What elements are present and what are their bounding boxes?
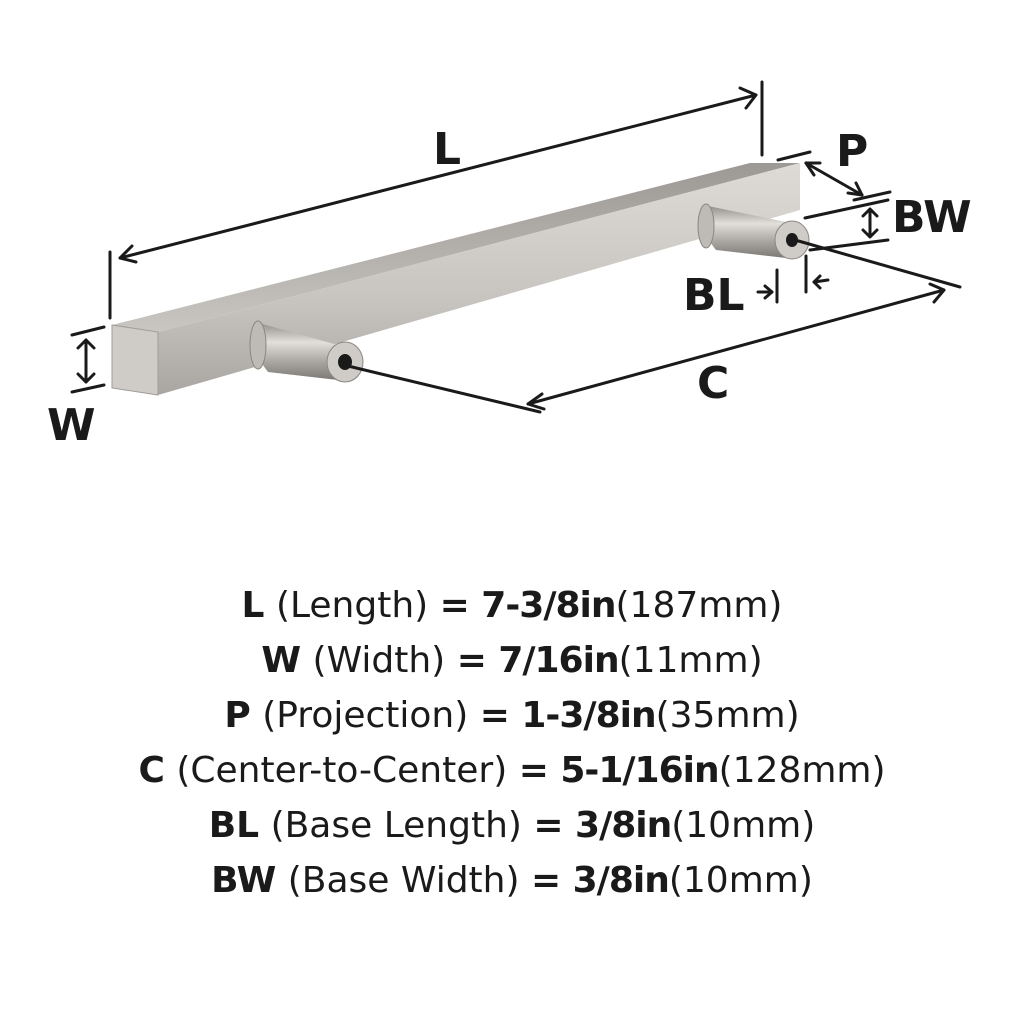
spec-base-width: BW (Base Width) = 3/8in(10mm)	[0, 853, 1024, 908]
spec-name: (Projection)	[262, 695, 469, 736]
specifications-list: L (Length) = 7-3/8in(187mm) W (Width) = …	[0, 578, 1024, 908]
spec-base-length: BL (Base Length) = 3/8in(10mm)	[0, 798, 1024, 853]
label-W: W	[47, 400, 96, 451]
bar-front-face	[158, 163, 800, 395]
spec-name: (Base Width)	[287, 860, 520, 901]
label-BW: BW	[892, 192, 972, 243]
spec-name: (Width)	[312, 640, 446, 681]
spec-mm-value: (187mm)	[615, 585, 783, 626]
handle-illustration	[70, 80, 962, 414]
spec-inch-value: 5-1/16in	[560, 750, 719, 791]
spec-projection: P (Projection) = 1-3/8in(35mm)	[0, 688, 1024, 743]
spec-length: L (Length) = 7-3/8in(187mm)	[0, 578, 1024, 633]
spec-width: W (Width) = 7/16in(11mm)	[0, 633, 1024, 688]
spec-mm-value: (35mm)	[655, 695, 800, 736]
spec-equals: =	[439, 585, 470, 626]
left-post	[249, 320, 364, 383]
spec-mm-value: (10mm)	[668, 860, 813, 901]
spec-abbr: L	[241, 585, 265, 626]
spec-abbr: W	[261, 640, 302, 681]
label-P: P	[836, 126, 869, 177]
spec-equals: =	[456, 640, 487, 681]
dimension-diagram: L W P BW BL C	[47, 80, 972, 451]
spec-equals: =	[533, 805, 564, 846]
spec-equals: =	[479, 695, 510, 736]
spec-name: (Length)	[275, 585, 429, 626]
bar-top-face	[112, 163, 800, 332]
spec-mm-value: (11mm)	[618, 640, 763, 681]
spec-equals: =	[531, 860, 562, 901]
spec-inch-value: 3/8in	[575, 805, 672, 846]
spec-name: (Base Length)	[270, 805, 522, 846]
spec-center-to-center: C (Center-to-Center) = 5-1/16in(128mm)	[0, 743, 1024, 798]
spec-name: (Center-to-Center)	[176, 750, 508, 791]
spec-mm-value: (128mm)	[718, 750, 886, 791]
spec-abbr: BW	[211, 860, 277, 901]
spec-mm-value: (10mm)	[671, 805, 816, 846]
spec-inch-value: 7-3/8in	[481, 585, 616, 626]
spec-abbr: C	[138, 750, 165, 791]
spec-equals: =	[518, 750, 549, 791]
spec-abbr: BL	[208, 805, 260, 846]
dimension-lines	[70, 80, 962, 414]
bar-end-face	[111, 324, 159, 396]
label-BL: BL	[683, 270, 745, 321]
label-C: C	[697, 358, 730, 409]
spec-inch-value: 3/8in	[572, 860, 670, 901]
right-post	[697, 203, 810, 260]
spec-inch-value: 1-3/8in	[521, 695, 656, 736]
label-L: L	[433, 124, 462, 175]
spec-abbr: P	[224, 695, 251, 736]
spec-inch-value: 7/16in	[498, 640, 619, 681]
